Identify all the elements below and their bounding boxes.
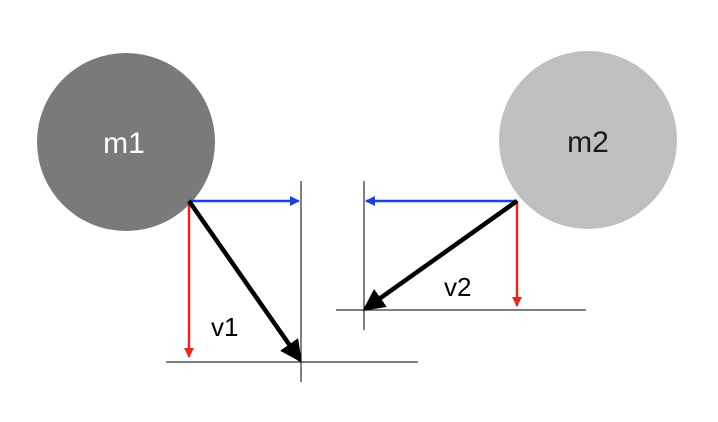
v2-label: v2 — [444, 272, 471, 302]
v1-label: v1 — [211, 312, 238, 342]
mass-m2-circle — [499, 51, 677, 229]
mass-m1: m1 — [37, 53, 215, 231]
mass-m1-circle — [37, 53, 215, 231]
mass-m2: m2 — [499, 51, 677, 229]
mass-m2-label: m2 — [567, 126, 609, 159]
v1-resultant-arrow — [187, 199, 302, 363]
v2-resultant-arrow — [362, 199, 519, 311]
mass-m1-label: m1 — [103, 127, 145, 160]
